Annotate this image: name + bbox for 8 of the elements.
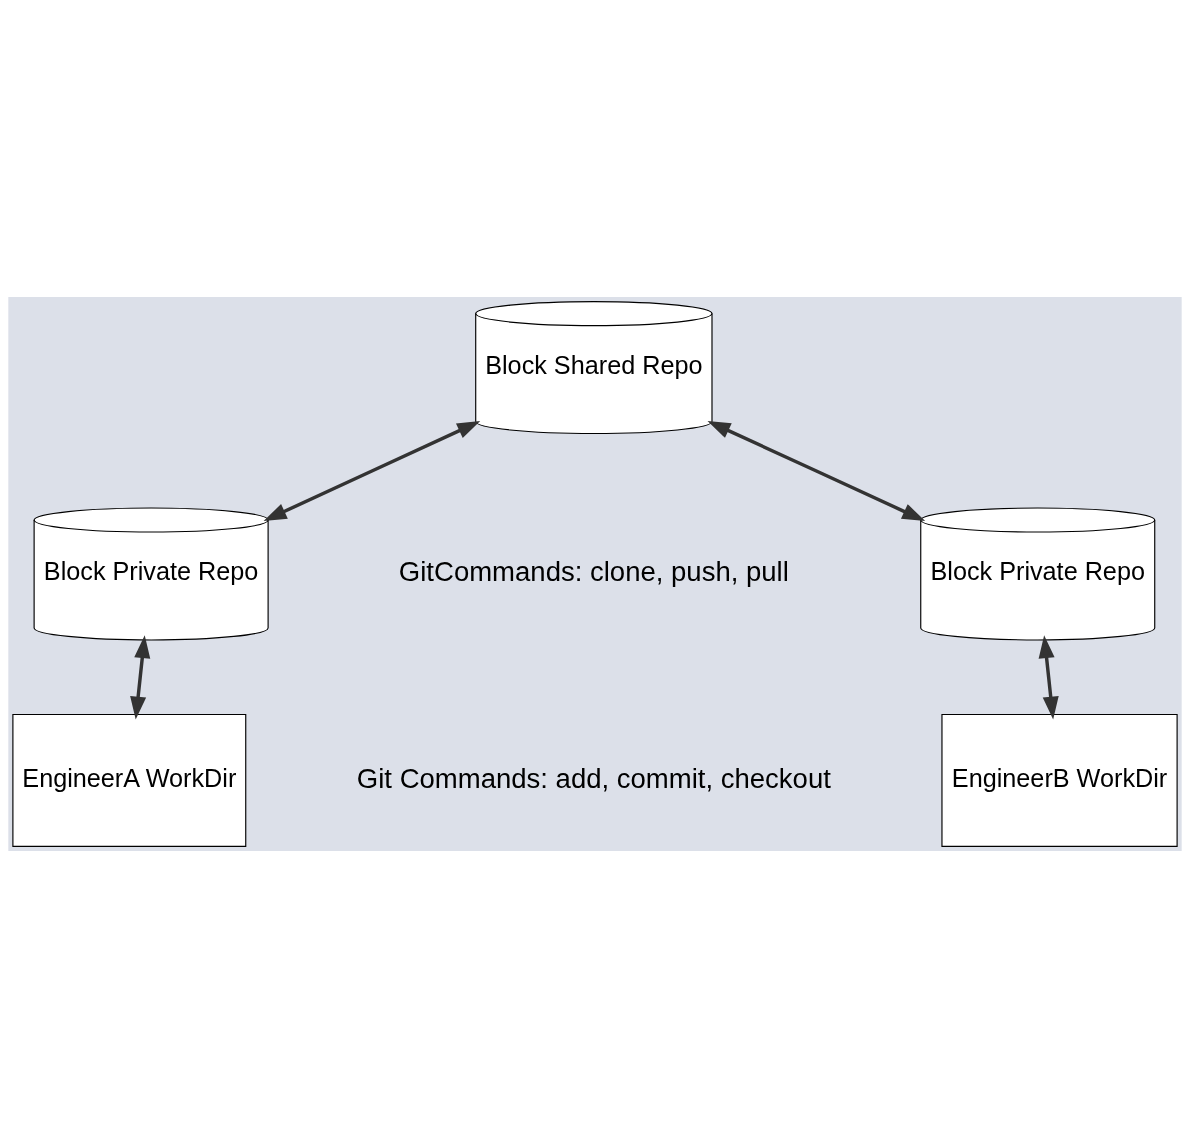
node-box: EngineerA WorkDir [12, 713, 247, 847]
arrow [263, 421, 481, 521]
arrow [130, 635, 151, 720]
arrow [707, 420, 926, 522]
label: Git Commands: add, commit, checkout [356, 762, 831, 794]
node-box: EngineerB WorkDir [941, 713, 1178, 847]
label: GitCommands: clone, push, pull [398, 556, 789, 588]
arrow [1038, 635, 1059, 720]
